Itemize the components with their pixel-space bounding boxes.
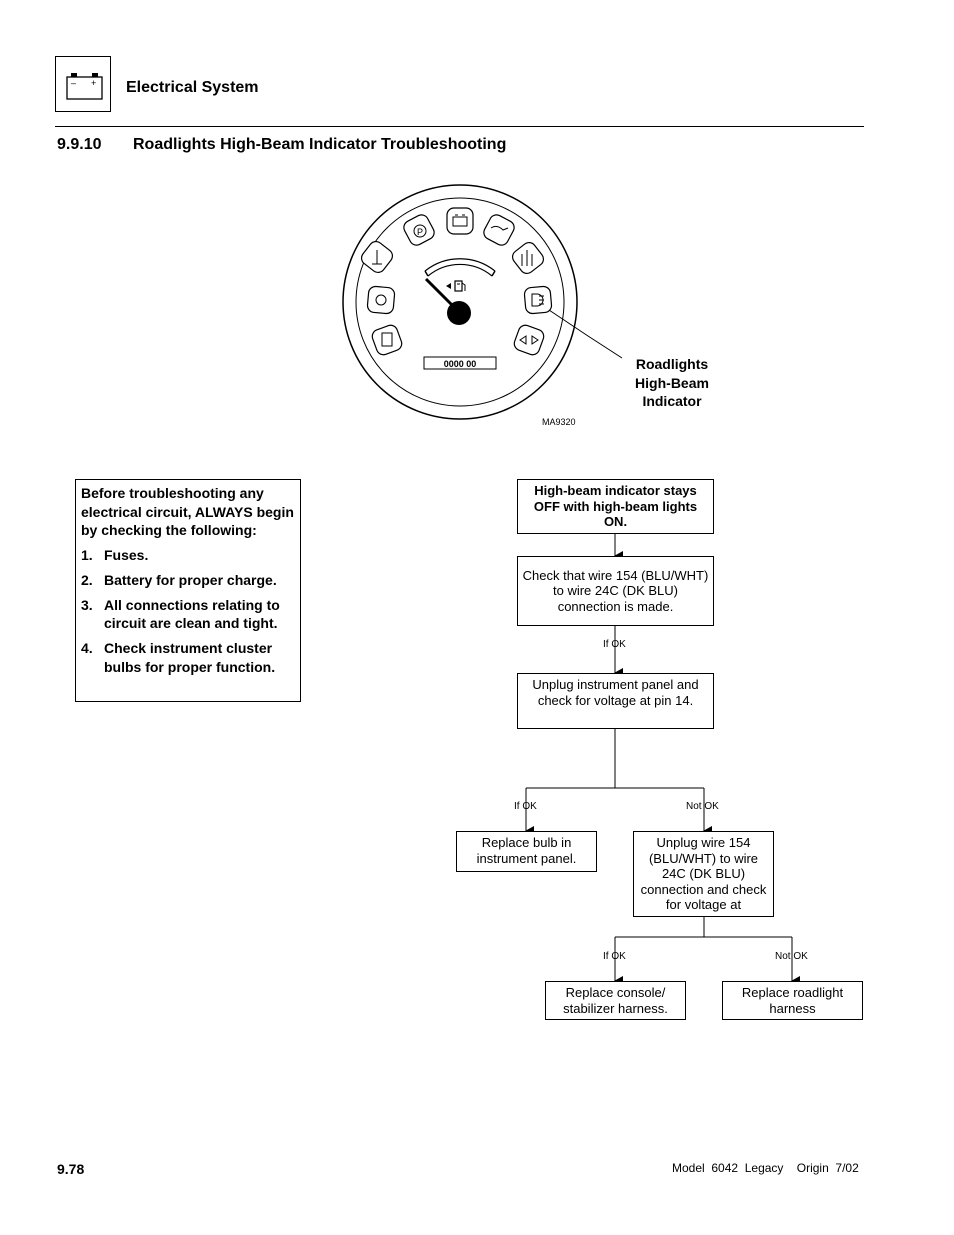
instrument-gauge-illustration: 0000 00 P xyxy=(342,184,623,420)
filter-icon xyxy=(371,324,403,356)
flow-label-if-ok: If OK xyxy=(514,801,537,812)
precheck-item-text: All connections relating to circuit are … xyxy=(104,596,280,632)
flowchart-connectors xyxy=(525,534,800,986)
figure-code: MA9320 xyxy=(542,417,576,427)
heading-title: Roadlights High-Beam Indicator Troublesh… xyxy=(133,136,507,153)
precheck-item-text: Fuses. xyxy=(104,547,149,564)
footer-model-info: Model 6042 Legacy Origin 7/02 xyxy=(672,1161,859,1175)
flow-replace-roadlight-box: Replace roadlight harness xyxy=(722,981,863,1020)
flow-label-not-ok: Not OK xyxy=(686,801,719,812)
flow-replace-bulb-box: Replace bulb in instrument panel. xyxy=(456,831,597,872)
battery-plus-sign: + xyxy=(91,78,96,88)
precheck-item: 3. All connections relating to circuit a… xyxy=(81,596,296,633)
battery-lamp-icon xyxy=(446,207,474,235)
high-beam-callout-label: Roadlights High-Beam Indicator xyxy=(612,355,732,411)
hydraulic-icon xyxy=(511,241,545,275)
callout-line: High-Beam xyxy=(635,374,709,391)
turn-signal-icon xyxy=(513,324,545,356)
gauge-scale-arc xyxy=(427,263,493,277)
callout-leader-line xyxy=(548,309,623,359)
precheck-item-text: Check instrument cluster bulbs for prope… xyxy=(104,639,276,675)
flow-unplug-wire-box: Unplug wire 154 (BLU/WHT) to wire 24C (D… xyxy=(633,831,774,917)
callout-line: Indicator xyxy=(642,393,702,409)
battery-minus-sign: – xyxy=(71,78,76,88)
precheck-item: 2. Battery for proper charge. xyxy=(81,571,296,590)
section-title: Electrical System xyxy=(126,79,259,96)
flow-unplug-panel-box: Unplug instrument panel and check for vo… xyxy=(517,673,714,729)
flow-replace-console-box: Replace console/ stabilizer harness. xyxy=(545,981,686,1020)
flow-check-wire-box: Check that wire 154 (BLU/WHT) to wire 24… xyxy=(517,556,714,626)
battery-icon: – + xyxy=(66,73,103,100)
precheck-item: 4. Check instrument cluster bulbs for pr… xyxy=(81,639,296,676)
precheck-item: 1. Fuses. xyxy=(81,546,296,565)
header-rule xyxy=(55,126,864,127)
flow-label-if-ok: If OK xyxy=(603,951,626,962)
page-number: 9.78 xyxy=(57,1161,85,1177)
park-brake-icon xyxy=(403,214,435,246)
gauge-hub xyxy=(447,301,471,325)
precheck-item-number: 3. xyxy=(81,596,93,613)
precheck-box: Before troubleshooting any electrical ci… xyxy=(75,479,301,702)
precheck-item-number: 1. xyxy=(81,547,93,564)
odometer-value: 0000 00 xyxy=(444,359,477,369)
odometer-display xyxy=(423,356,497,370)
flow-label-not-ok: Not OK xyxy=(775,951,808,962)
section-icon-box: – + xyxy=(55,56,111,112)
svg-text:P: P xyxy=(417,227,423,237)
flow-label-if-ok: If OK xyxy=(603,639,626,650)
oil-can-icon xyxy=(483,214,515,246)
fuel-icon xyxy=(446,280,466,292)
heading-number: 9.9.10 xyxy=(57,136,102,153)
transmission-temp-icon xyxy=(366,285,396,315)
high-beam-icon xyxy=(523,285,553,315)
precheck-item-number: 2. xyxy=(81,571,93,588)
precheck-item-text: Battery for proper charge. xyxy=(104,571,277,588)
precheck-item-number: 4. xyxy=(81,639,93,656)
callout-line: Roadlights xyxy=(635,356,709,372)
flow-start-box: High-beam indicator stays OFF with high-… xyxy=(517,479,714,534)
precheck-intro: Before troubleshooting any electrical ci… xyxy=(81,485,294,539)
